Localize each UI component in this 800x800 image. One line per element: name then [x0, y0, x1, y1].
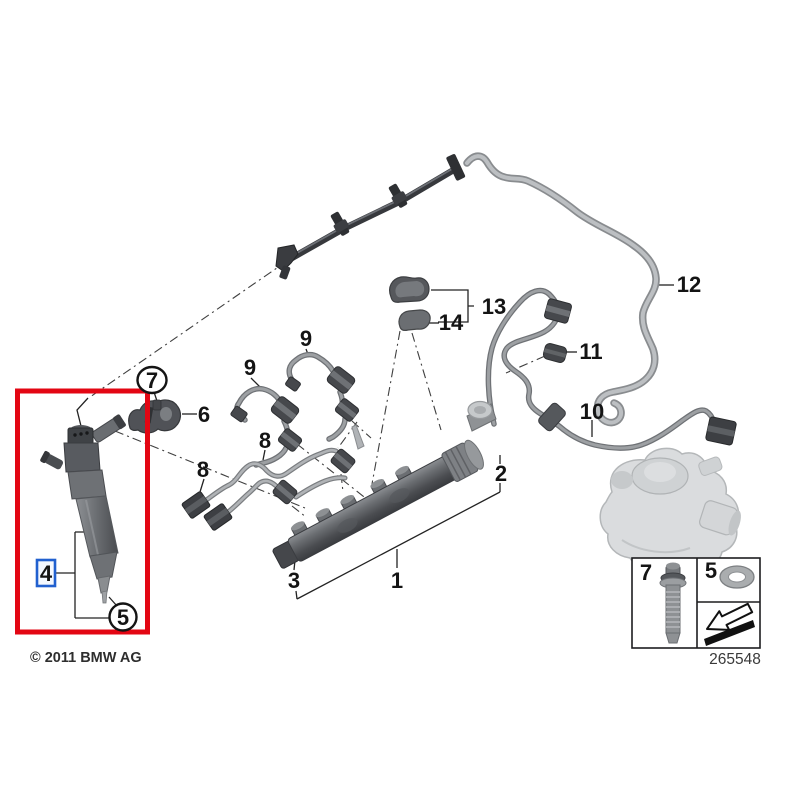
- callout-1[interactable]: 1: [391, 568, 403, 593]
- callout-7: 7: [146, 368, 158, 393]
- overflow-hose-8a: [181, 447, 356, 519]
- injector-pipe-9b: [285, 351, 360, 442]
- line-clip: [446, 154, 466, 181]
- highlight-box: [15, 388, 150, 635]
- injector-return-port: [40, 451, 64, 470]
- injector: [40, 414, 126, 604]
- callout-10[interactable]: 10: [580, 399, 604, 424]
- line-clip: [330, 211, 350, 236]
- mounting-clip-14: [398, 309, 431, 331]
- legend-box: 7 5: [631, 557, 761, 649]
- callout-circle: [136, 365, 168, 395]
- callout-12[interactable]: 12: [677, 272, 701, 297]
- rail-sensor-pin: [351, 424, 365, 450]
- selected-label-box: [35, 558, 57, 588]
- copyright-notice: © 2011 BMW AG: [30, 650, 142, 666]
- callout-9a[interactable]: 9: [244, 355, 256, 380]
- union-nut: [543, 298, 573, 324]
- mounting-clip-13-face: [395, 281, 425, 298]
- legend-washer-label: 5: [705, 558, 717, 583]
- callout-2[interactable]: 2: [495, 461, 507, 486]
- bolt-icon: [659, 562, 687, 644]
- injector-collar: [67, 469, 107, 500]
- diagram-part-number: 265548: [709, 651, 761, 668]
- line-end-stub: [279, 265, 291, 280]
- callout-circle: [108, 602, 138, 632]
- callout-6[interactable]: 6: [198, 402, 210, 427]
- grommet-11: [542, 343, 568, 363]
- fuel-feed-hose-12: [463, 152, 660, 427]
- injector-solenoid-cap: [67, 427, 94, 445]
- pressure-line-10: [485, 287, 737, 451]
- injector-barrel: [75, 495, 119, 558]
- injector-head: [63, 442, 101, 473]
- injector-pipe-9a: [230, 385, 303, 468]
- callout-7-circled[interactable]: 7: [136, 365, 168, 395]
- hose-connector: [203, 503, 233, 531]
- callout-4-selected[interactable]: 4: [35, 558, 57, 588]
- callout-8a[interactable]: 8: [259, 428, 271, 453]
- callout-5-circled[interactable]: 5: [108, 602, 138, 632]
- legend-bolt-label: 7: [640, 560, 652, 585]
- callout-3[interactable]: 3: [288, 568, 300, 593]
- clamp-bolt: [152, 399, 162, 411]
- line-clip: [388, 183, 408, 208]
- direction-arrow-icon: [704, 602, 755, 646]
- hose-connector: [181, 491, 211, 519]
- pump-union-nut: [705, 416, 737, 446]
- overflow-hose-8b: [203, 475, 348, 531]
- callout-5: 5: [117, 605, 129, 630]
- injector-clamp-6: [128, 399, 182, 434]
- callout-11[interactable]: 11: [579, 339, 602, 364]
- line-sleeve: [538, 402, 566, 432]
- injector-nozzle-tip: [101, 590, 108, 604]
- high-pressure-pump: [599, 447, 741, 573]
- callouts: 1 2 3 4 5 6 7 8 8 9 9 10 11 12 13 14: [35, 272, 701, 632]
- callout-13[interactable]: 13: [482, 294, 506, 319]
- callout-9b[interactable]: 9: [300, 326, 312, 351]
- callout-14[interactable]: 14: [439, 310, 464, 335]
- leak-off-line: [275, 154, 466, 280]
- callout-8b[interactable]: 8: [197, 457, 209, 482]
- injector-inlet-port: [91, 414, 126, 443]
- callout-4: 4: [40, 561, 53, 586]
- line-end-elbow: [275, 244, 299, 272]
- seal-washer-icon: [719, 565, 755, 589]
- fuel-rail: [272, 400, 497, 569]
